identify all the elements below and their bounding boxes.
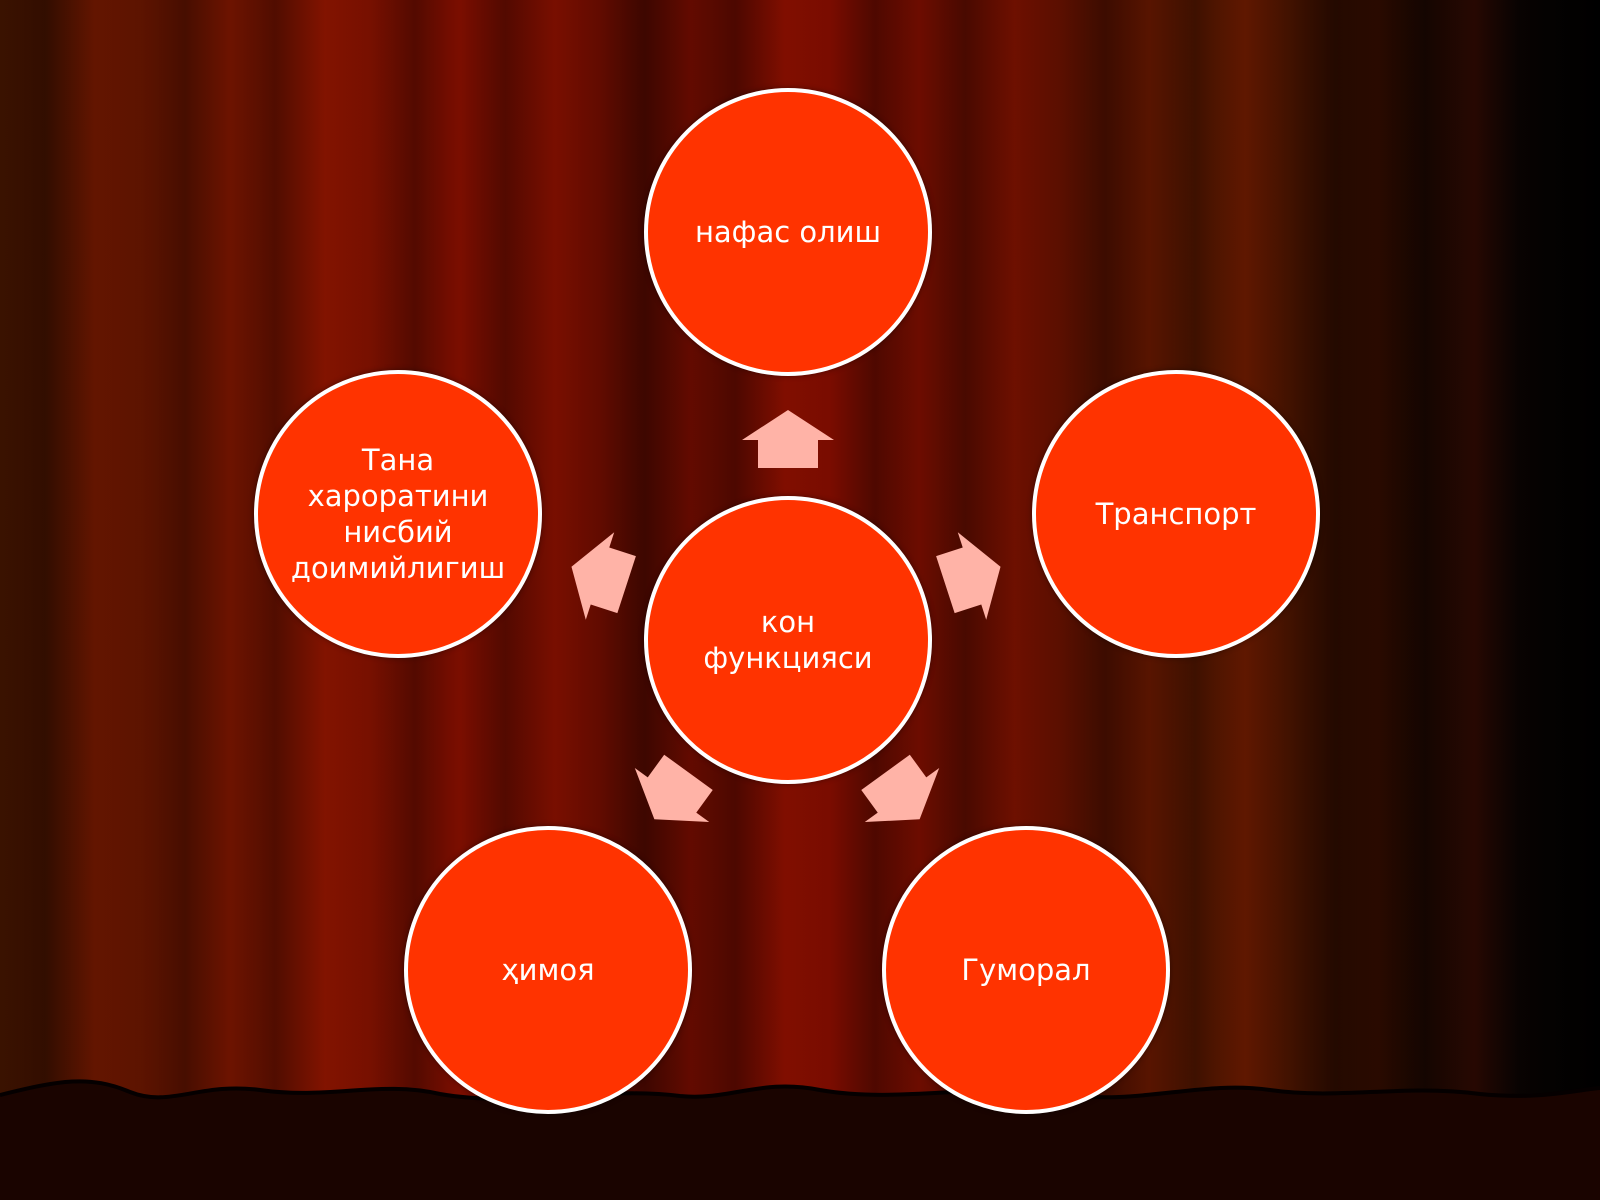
node-thermoregulation: Тана хароратини нисбий доимийлигиш bbox=[254, 370, 542, 658]
arrow-to-bottom-right bbox=[861, 754, 940, 823]
arrow-to-right bbox=[936, 532, 1001, 620]
node-protection: ҳимоя bbox=[404, 826, 692, 1114]
node-label: Тана хароратини нисбий доимийлигиш bbox=[290, 443, 506, 585]
node-transport: Транспорт bbox=[1032, 370, 1320, 658]
arrow-to-left bbox=[571, 532, 636, 620]
node-label: ҳимоя bbox=[501, 953, 595, 987]
arrow-to-bottom-left bbox=[634, 754, 713, 823]
node-center-blood-functions: кон функцияси bbox=[644, 496, 932, 784]
node-respiration: нафас олиш bbox=[644, 88, 932, 376]
node-label: Транспорт bbox=[1095, 497, 1257, 531]
center-label: кон функцияси bbox=[703, 605, 873, 675]
node-label: нафас олиш bbox=[694, 215, 882, 249]
node-humoral: Гуморал bbox=[882, 826, 1170, 1114]
node-label: Гуморал bbox=[961, 953, 1091, 987]
arrow-to-top bbox=[742, 410, 834, 468]
